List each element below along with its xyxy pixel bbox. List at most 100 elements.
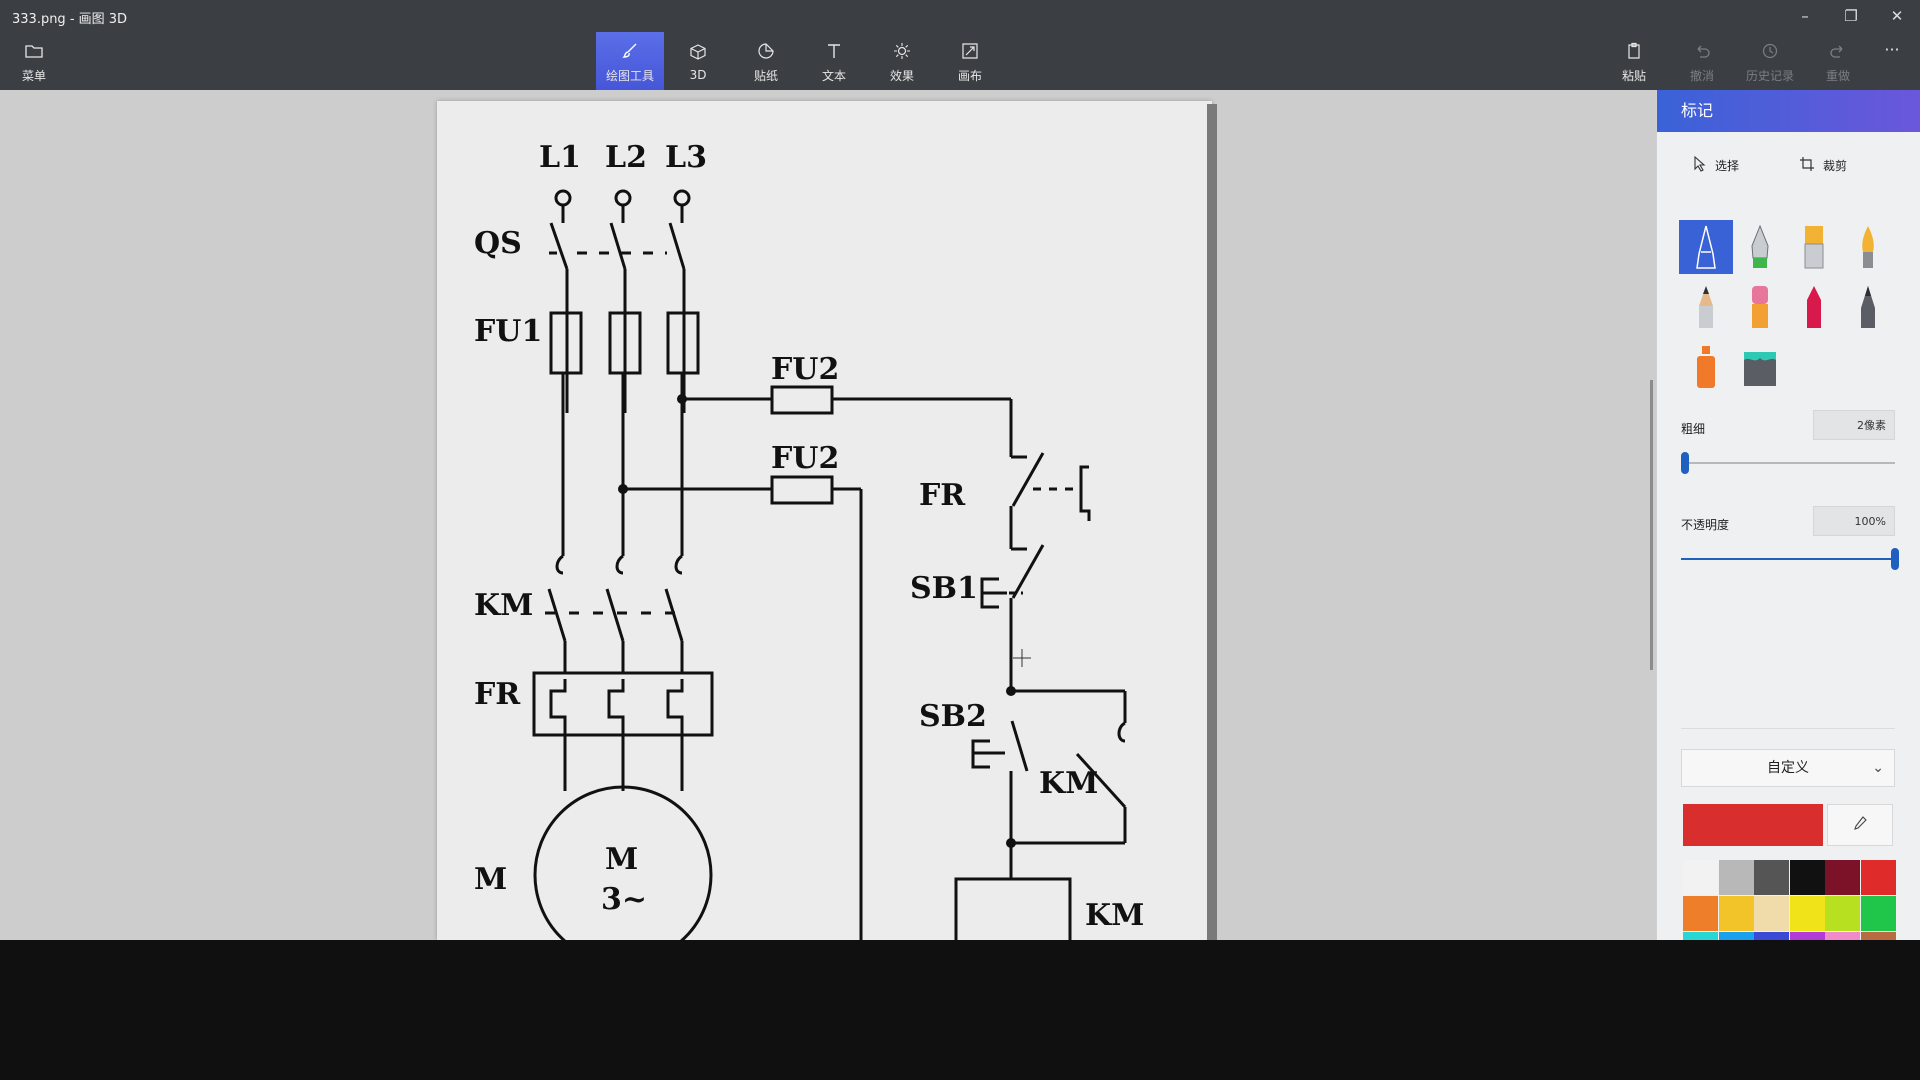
tab-3d[interactable]: 3D xyxy=(664,32,732,90)
crop-button[interactable]: 裁剪 xyxy=(1799,156,1847,175)
eyedropper-icon xyxy=(1852,815,1868,835)
title-bar: 333.png - 画图 3D – ❐ ✕ xyxy=(0,0,1920,32)
tab-canvas[interactable]: 画布 xyxy=(936,32,1004,90)
crosshair-cursor-icon xyxy=(1013,649,1031,667)
color-swatch[interactable] xyxy=(1683,860,1718,895)
tab-text[interactable]: 文本 xyxy=(800,32,868,90)
menu-button[interactable]: 菜单 xyxy=(0,32,68,90)
label-fu2-top: FU2 xyxy=(771,352,839,387)
label-m: M xyxy=(474,862,507,897)
undo-button[interactable]: 撤消 xyxy=(1668,32,1736,90)
crayon-icon[interactable] xyxy=(1787,280,1841,334)
current-color-swatch[interactable] xyxy=(1683,804,1823,846)
thickness-input[interactable]: 2像素 xyxy=(1813,410,1895,440)
oil-brush-icon[interactable] xyxy=(1787,220,1841,274)
close-button[interactable]: ✕ xyxy=(1874,0,1920,32)
history-icon xyxy=(1758,39,1782,63)
redo-label: 重做 xyxy=(1825,68,1850,83)
tab-text-label: 文本 xyxy=(821,68,846,83)
undo-icon xyxy=(1690,39,1714,63)
more-icon: ··· xyxy=(1884,40,1900,59)
watercolor-icon[interactable] xyxy=(1841,220,1895,274)
brush-icon xyxy=(618,39,642,63)
sun-icon xyxy=(890,39,914,63)
tab-stickers[interactable]: 贴纸 xyxy=(732,32,800,90)
resize-canvas-icon xyxy=(958,39,982,63)
color-swatch[interactable] xyxy=(1683,896,1718,931)
color-swatch[interactable] xyxy=(1754,896,1789,931)
marker-icon[interactable] xyxy=(1679,220,1733,274)
color-swatch[interactable] xyxy=(1860,896,1896,931)
history-label: 历史记录 xyxy=(1745,68,1794,83)
paste-button[interactable]: 粘贴 xyxy=(1600,32,1668,90)
vertical-scrollbar[interactable] xyxy=(1650,380,1653,670)
thickness-slider-thumb[interactable] xyxy=(1681,452,1690,474)
label-l1: L1 xyxy=(539,140,581,175)
window-title: 333.png - 画图 3D xyxy=(12,12,128,27)
fill-bucket-icon[interactable] xyxy=(1733,340,1787,394)
thickness-slider-track[interactable] xyxy=(1681,462,1895,464)
tab-3d-label: 3D xyxy=(689,68,707,82)
crop-label: 裁剪 xyxy=(1823,159,1848,173)
restore-button[interactable]: ❐ xyxy=(1828,0,1874,32)
pencil-icon[interactable] xyxy=(1679,280,1733,334)
color-swatch[interactable] xyxy=(1825,896,1860,931)
menu-label: 菜单 xyxy=(21,68,46,83)
panel-actions: 选择 裁剪 xyxy=(1657,132,1920,200)
redo-button[interactable]: 重做 xyxy=(1804,32,1872,90)
chevron-down-icon: ⌄ xyxy=(1872,760,1884,776)
color-swatch[interactable] xyxy=(1825,860,1860,895)
color-swatch[interactable] xyxy=(1718,896,1754,931)
color-mode-value: 自定义 xyxy=(1767,760,1809,776)
color-swatch[interactable] xyxy=(1860,860,1896,895)
label-fu2-bottom: FU2 xyxy=(771,441,839,476)
color-swatch[interactable] xyxy=(1789,896,1825,931)
label-l2: L2 xyxy=(605,140,647,175)
label-sb1: SB1 xyxy=(910,571,978,606)
calligraphy-pen-icon[interactable] xyxy=(1733,220,1787,274)
tab-brushes[interactable]: 绘图工具 xyxy=(596,32,664,90)
spray-can-icon[interactable] xyxy=(1679,340,1733,394)
color-mode-dropdown[interactable]: 自定义 ⌄ xyxy=(1681,749,1895,787)
panel-divider xyxy=(1681,728,1895,729)
paste-label: 粘贴 xyxy=(1621,68,1646,83)
circuit-diagram: L1 L2 L3 QS FU1 FU2 FU2 FR SB1 KM FR SB2… xyxy=(474,140,1144,940)
drawing-canvas[interactable]: L1 L2 L3 QS FU1 FU2 FU2 FR SB1 KM FR SB2… xyxy=(437,101,1212,940)
motor-label: M xyxy=(605,842,638,877)
pixel-pen-icon[interactable] xyxy=(1841,280,1895,334)
color-swatch[interactable] xyxy=(1718,860,1754,895)
tab-effects[interactable]: 效果 xyxy=(868,32,936,90)
history-button[interactable]: 历史记录 xyxy=(1736,32,1804,90)
brush-panel: 标记 选择 裁剪 粗细 2像素 不透明度 100% 自定义 ⌄ xyxy=(1656,90,1920,967)
label-fr-main: FR xyxy=(474,677,521,712)
redo-icon xyxy=(1826,39,1850,63)
eyedropper-button[interactable] xyxy=(1827,804,1893,846)
restore-icon: ❐ xyxy=(1844,7,1858,25)
eraser-icon[interactable] xyxy=(1733,280,1787,334)
undo-label: 撤消 xyxy=(1689,68,1714,83)
label-l3: L3 xyxy=(665,140,707,175)
text-icon xyxy=(822,39,846,63)
tab-stickers-label: 贴纸 xyxy=(753,68,778,83)
color-swatch[interactable] xyxy=(1789,860,1825,895)
tab-brushes-label: 绘图工具 xyxy=(605,68,654,83)
label-km-coil: KM xyxy=(1085,898,1144,933)
opacity-slider-thumb[interactable] xyxy=(1891,548,1899,570)
tab-canvas-label: 画布 xyxy=(957,68,982,83)
more-options-button[interactable]: ··· xyxy=(1864,32,1920,90)
clipboard-icon xyxy=(1622,39,1646,63)
select-button[interactable]: 选择 xyxy=(1693,155,1740,175)
label-sb2: SB2 xyxy=(919,699,987,734)
close-icon: ✕ xyxy=(1890,7,1904,25)
minimize-icon: – xyxy=(1801,7,1809,25)
tab-effects-label: 效果 xyxy=(889,68,914,83)
black-overlay-bar xyxy=(0,940,1920,1080)
color-swatch[interactable] xyxy=(1754,860,1789,895)
folder-icon xyxy=(22,39,46,63)
minimize-button[interactable]: – xyxy=(1782,0,1828,32)
motor-phase: 3~ xyxy=(601,882,647,917)
select-label: 选择 xyxy=(1715,159,1740,173)
sticker-icon xyxy=(754,39,778,63)
cube-icon xyxy=(686,40,710,64)
opacity-input[interactable]: 100% xyxy=(1813,506,1895,536)
